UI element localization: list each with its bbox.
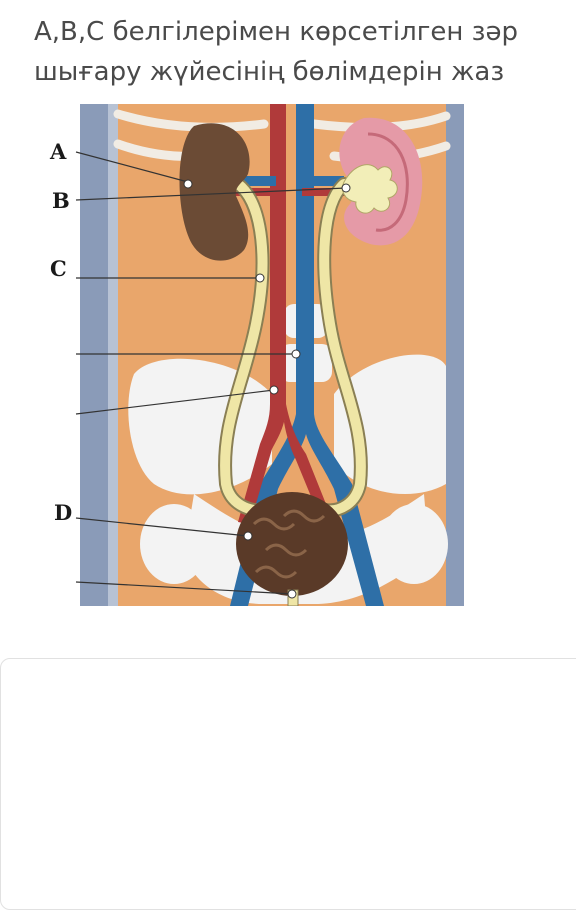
pointer-dots (183, 179, 351, 599)
bladder (236, 492, 348, 596)
aorta (238, 104, 286, 524)
right-side-shade (446, 104, 464, 606)
urinary-system-diagram: A B C D (34, 104, 464, 606)
renal-vein-left (230, 176, 276, 186)
label-b: B (52, 188, 70, 213)
left-side-shade (80, 104, 108, 606)
label-c: C (50, 256, 67, 281)
answer-box[interactable] (0, 658, 576, 910)
renal-artery-right (302, 188, 346, 196)
question-text: A,B,C белгілерімен көрсетілген зәр шығар… (34, 17, 518, 87)
label-d: D (54, 500, 72, 525)
renal-pelvis (342, 164, 398, 214)
kidney-left (179, 123, 250, 261)
vena-cava (230, 104, 384, 606)
renal-vein-right (314, 176, 344, 186)
label-a: A (49, 139, 67, 164)
leader-lines (75, 151, 347, 595)
